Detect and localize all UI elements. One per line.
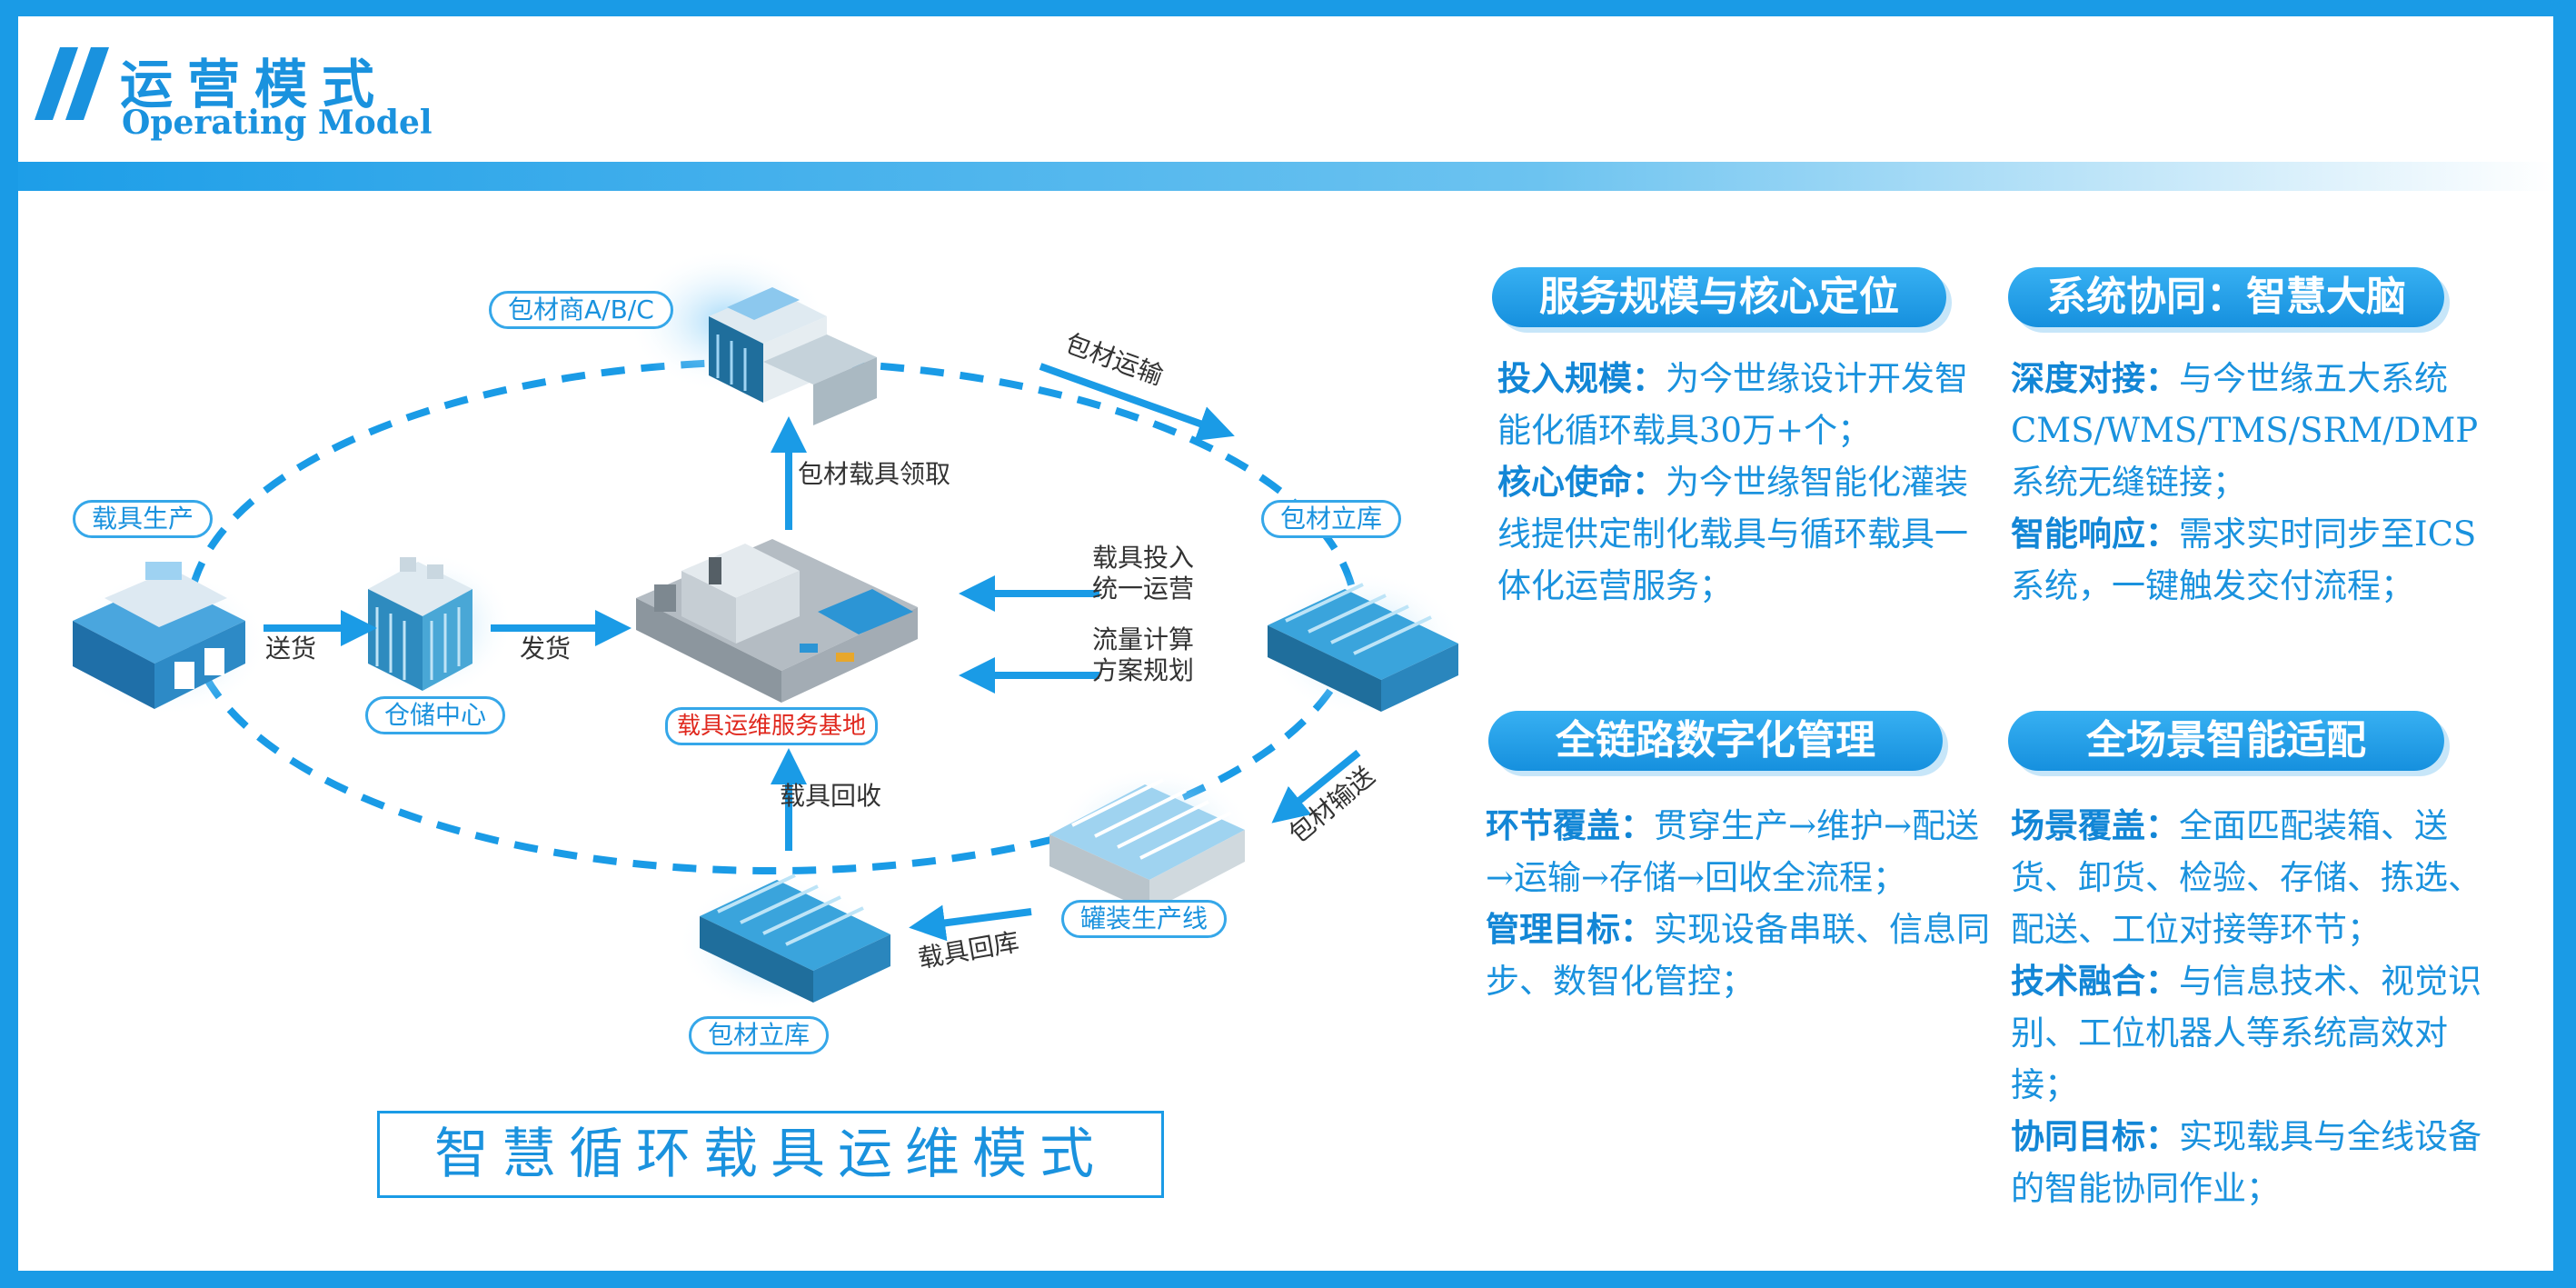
page-title: 运营模式 xyxy=(120,54,390,115)
arrow-conveying xyxy=(1271,749,1361,824)
label-recycle: 载具回收 xyxy=(780,781,882,811)
service-base-icon xyxy=(636,539,918,703)
node-supplier: 包材商A/B/C xyxy=(489,291,673,329)
title-band xyxy=(18,162,2553,191)
arrow-transport xyxy=(1039,363,1235,442)
section-item: 管理目标：实现设备串联、信息同步、数智化管控； xyxy=(1486,910,1990,1001)
section-item: 环节覆盖：贯穿生产→维护→配送→运输→存储→回收全流程； xyxy=(1486,806,1980,897)
node-service-base: 载具运维服务基地 xyxy=(665,707,879,745)
label-input-ops-1: 载具投入 xyxy=(1092,543,1195,573)
section-title-digital-management: 全链路数字化管理 xyxy=(1488,711,1943,771)
section-body-digital-management: 环节覆盖：贯穿生产→维护→配送→运输→存储→回收全流程； 管理目标：实现设备串联… xyxy=(1486,800,1990,1007)
warehouse-center-icon xyxy=(368,557,472,691)
section-title-scenario-adaptation: 全场景智能适配 xyxy=(2008,711,2444,771)
section-item: 深度对接：与今世缘五大系统CMS/WMS/TMS/SRM/DMP系统无缝链接； xyxy=(2011,359,2479,502)
node-material-store-bottom: 包材立库 xyxy=(689,1016,830,1054)
section-title-system-synergy: 系统协同：智慧大脑 xyxy=(2008,267,2444,327)
label-input-ops-2: 统一运营 xyxy=(1092,574,1195,604)
page-subtitle: Operating Model xyxy=(122,104,433,142)
logo-slash-icon xyxy=(35,47,109,120)
material-store-right-icon xyxy=(1268,583,1458,712)
section-item: 协同目标：实现载具与全线设备的智能协同作业； xyxy=(2011,1117,2482,1208)
section-item: 智能响应：需求实时同步至ICS系统，一键触发交付流程； xyxy=(2011,514,2477,605)
carrier-factory-icon xyxy=(73,562,245,709)
diagram-banner: 智慧循环载具运维模式 xyxy=(377,1111,1164,1198)
section-body-service-scale: 投入规模：为今世缘设计开发智能化循环载具30万+个； 核心使命：为今世缘智能化灌… xyxy=(1497,353,1993,612)
node-material-store-right: 包材立库 xyxy=(1261,500,1402,538)
node-carrier-production: 载具生产 xyxy=(73,500,214,538)
label-ship: 送货 xyxy=(265,634,317,664)
section-body-system-synergy: 深度对接：与今世缘五大系统CMS/WMS/TMS/SRM/DMP系统无缝链接； … xyxy=(2011,353,2488,612)
label-flow-plan-1: 流量计算 xyxy=(1092,624,1195,654)
section-item: 场景覆盖：全面匹配装箱、送货、卸货、检验、存储、拣选、配送、工位对接等环节； xyxy=(2011,806,2482,949)
arrow-return xyxy=(909,904,1032,942)
section-title-service-scale: 服务规模与核心定位 xyxy=(1492,267,1946,327)
label-dispatch: 发货 xyxy=(520,634,572,664)
node-canning-line: 罐装生产线 xyxy=(1061,900,1228,938)
section-item: 技术融合：与信息技术、视觉识别、工位机器人等系统高效对接； xyxy=(2011,962,2482,1104)
section-body-scenario-adaptation: 场景覆盖：全面匹配装箱、送货、卸货、检验、存储、拣选、配送、工位对接等环节； 技… xyxy=(2011,800,2492,1214)
supplier-building-icon xyxy=(709,287,877,425)
material-store-bottom-icon xyxy=(700,874,890,1003)
node-warehouse-center: 仓储中心 xyxy=(365,696,506,734)
operating-diagram xyxy=(68,248,1463,1012)
section-item: 投入规模：为今世缘设计开发智能化循环载具30万+个； xyxy=(1497,359,1968,450)
poster-frame: 运营模式 Operating Model xyxy=(18,16,2553,1271)
canning-line-icon xyxy=(1049,778,1245,912)
label-pickup: 包材载具领取 xyxy=(798,459,951,489)
label-flow-plan-2: 方案规划 xyxy=(1092,655,1195,685)
section-item: 核心使命：为今世缘智能化灌装线提供定制化载具与循环载具一体化运营服务； xyxy=(1497,463,1968,605)
